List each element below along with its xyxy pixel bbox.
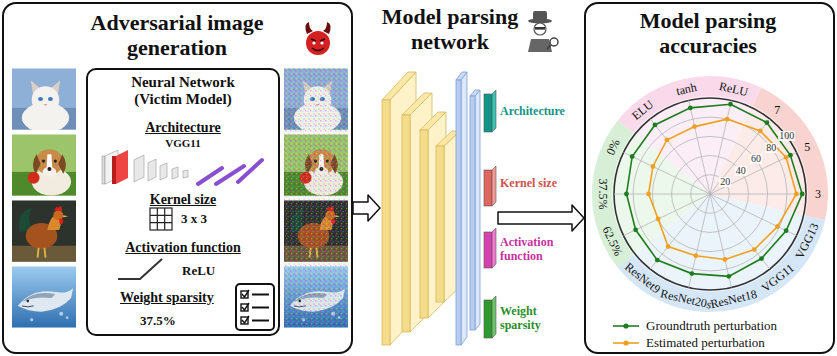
radar-axis <box>710 100 731 194</box>
clean-images <box>12 68 76 327</box>
data-point <box>633 227 638 232</box>
data-point <box>694 253 699 258</box>
data-point <box>759 256 764 261</box>
block-arrow <box>498 205 584 231</box>
section-heading: Weight sparsity <box>120 290 214 306</box>
tick-label: 100 <box>778 131 795 141</box>
data-line <box>627 104 803 276</box>
legend-row: Estimated perturbation <box>612 335 765 351</box>
data-point <box>784 155 789 160</box>
data-point <box>655 258 660 263</box>
panel-title: Adversarial image generation <box>62 10 292 61</box>
legend-dot <box>623 340 628 345</box>
checklist-icon <box>236 284 274 330</box>
radar-axis <box>710 119 770 194</box>
radar-chart <box>592 76 828 312</box>
radar-axis <box>710 152 796 194</box>
detective-icon <box>528 11 558 52</box>
data-point <box>726 274 731 279</box>
radar-axis <box>710 193 806 194</box>
output-label: Kernel size <box>500 177 557 191</box>
panel: Adversarial image generationNeural Netwo… <box>2 2 353 354</box>
data-point <box>646 192 651 197</box>
data-point <box>775 224 780 229</box>
victim-model-box: Neural Network (Victim Model) Architectur… <box>86 68 280 336</box>
data-point <box>689 271 694 276</box>
legend-sample <box>612 337 640 349</box>
data-line <box>649 119 797 259</box>
section-heading: Activation function <box>88 240 278 256</box>
radar-axis <box>710 194 770 269</box>
panel-title: Model parsing network <box>360 4 540 55</box>
tick-label: 40 <box>735 166 747 176</box>
tick-label: 60 <box>750 154 762 164</box>
data-point <box>723 257 728 262</box>
radar-axis <box>710 194 731 288</box>
data-point <box>665 138 670 143</box>
section-heading: Kernel size <box>88 192 278 208</box>
devil-icon <box>305 22 330 55</box>
data-point <box>758 129 763 134</box>
value-text: 3 x 3 <box>181 212 207 227</box>
relu-icon <box>118 259 162 279</box>
block-arrow <box>353 195 380 221</box>
section-heading: Architecture <box>88 120 278 136</box>
legend-text: Groundtruth perturbation <box>646 318 777 334</box>
axis-label: 5 <box>804 141 810 153</box>
data-point <box>688 105 693 110</box>
data-point <box>692 124 697 129</box>
network-layers <box>382 72 496 345</box>
output-label: Weight sparsity <box>500 305 564 333</box>
data-point <box>651 164 656 169</box>
axis-label: 3 <box>815 188 821 200</box>
radar-axis <box>650 119 710 194</box>
data-point <box>630 154 635 159</box>
data-point <box>784 228 789 233</box>
network-box: Model parsing network <box>380 60 498 348</box>
axis-label: 37.5% <box>596 179 608 210</box>
grid-circle <box>614 98 806 290</box>
data-point <box>728 102 733 107</box>
data-point <box>752 247 757 252</box>
legend-dot <box>623 323 628 328</box>
adversarial-images <box>284 68 348 328</box>
panel-title: Model parsing accuracies <box>608 8 808 59</box>
data-point <box>666 244 671 249</box>
data-point <box>653 123 658 128</box>
output-label: Architecture <box>500 105 565 119</box>
data-point <box>764 120 769 125</box>
data-point <box>656 217 661 222</box>
tick-label: 80 <box>765 143 777 153</box>
data-point <box>788 153 793 158</box>
value-text: 37.5% <box>140 314 176 329</box>
data-point <box>794 192 799 197</box>
data-point <box>725 117 730 122</box>
radar-axis <box>624 152 710 194</box>
value-text: VGG11 <box>88 137 278 150</box>
value-text: ReLU <box>182 264 215 279</box>
kernel-grid-icon <box>150 208 172 230</box>
radar-inner <box>612 96 808 292</box>
legend-row: Groundtruth perturbation <box>612 318 777 334</box>
output-label: Activation function <box>500 236 564 264</box>
vgg-icon <box>102 150 262 184</box>
legend-text: Estimated perturbation <box>646 335 765 351</box>
radar-axis <box>689 100 710 194</box>
axis-label: 7 <box>774 104 780 116</box>
radar-axis <box>624 194 710 236</box>
box-title: Neural Network (Victim Model) <box>118 74 248 109</box>
data-point <box>800 192 805 197</box>
data-point <box>624 192 629 197</box>
axis-label: tanh <box>675 81 698 97</box>
tick-label: 20 <box>719 177 731 187</box>
legend-sample <box>612 320 640 332</box>
radar-axis <box>650 194 710 269</box>
